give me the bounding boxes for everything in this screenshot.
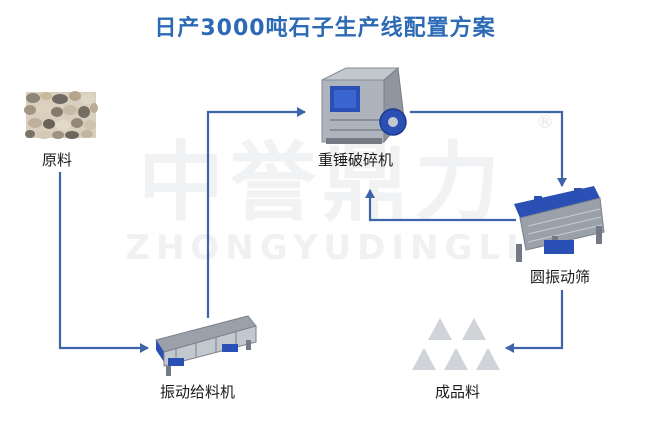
arrow-crusher-to-screen [410,110,567,187]
node-label-product: 成品料 [435,383,481,401]
arrow-screen-return-to-crusher [365,189,516,222]
node-label-raw: 原料 [42,151,73,169]
arrow-screen-to-product [505,290,564,353]
watermark-brand-chinese: 中誉鼎力 [138,133,506,233]
watermark-brand-english: ZHONGYUDINGLI [125,228,525,268]
node-label-crusher: 重锤破碎机 [318,151,394,169]
watermark-registered-mark: ® [536,112,554,133]
arrow-feeder-to-crusher [206,107,306,318]
diagram-title: 日产3000吨石子生产线配置方案 [154,16,496,41]
arrow-raw-to-feeder [58,172,149,353]
node-label-screen: 圆振动筛 [530,268,591,286]
node-label-feeder: 振动给料机 [160,383,236,401]
